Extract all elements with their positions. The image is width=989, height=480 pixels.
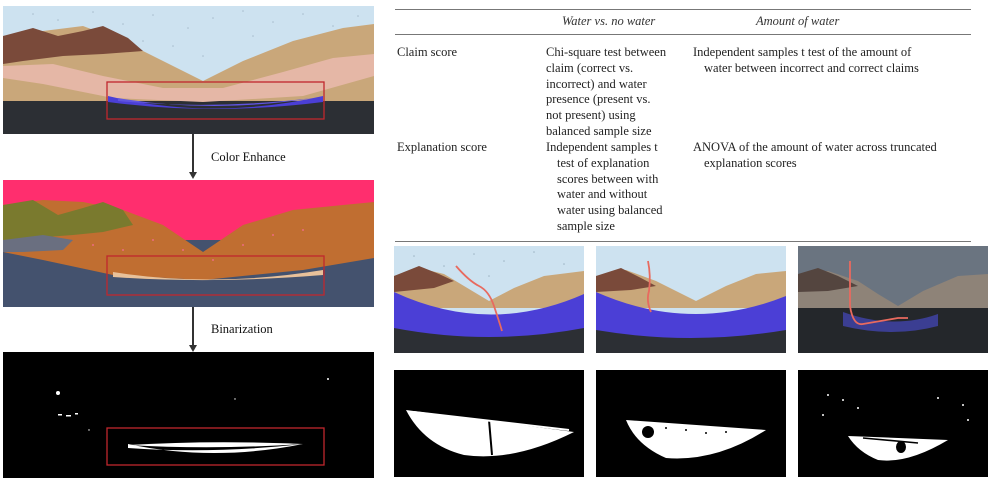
example-binarized-1 [394,370,584,477]
explanation-score-amount-of-water-cell: ANOVA of the amount of water across trun… [693,140,937,170]
explanation-score-water-vs-no-water-cell: Independent samples t test of explanatio… [546,140,663,233]
color-enhanced-panel [3,180,374,307]
example-binarized-3 [798,370,988,477]
arrow-down-icon [189,172,197,179]
claim-score-amount-of-water-cell: Independent samples t test of the amount… [693,45,919,75]
process-arrow-2 [192,307,194,347]
row-label-claim-score: Claim score [397,45,458,59]
row-label-explanation-score: Explanation score [397,140,487,154]
binarization-label: Binarization [211,322,273,336]
example-drawing-2 [596,246,786,353]
example-binarized-2 [596,370,786,477]
table-top-rule [395,9,971,10]
table-header-rule [395,34,971,35]
process-arrow-1 [192,134,194,174]
binarized-panel [3,352,374,478]
arrow-down-icon [189,345,197,352]
table-bottom-rule [395,241,971,242]
original-drawing-panel [3,6,374,134]
example-drawing-1 [394,246,584,353]
claim-score-water-vs-no-water-cell: Chi-square test between claim (correct v… [546,45,667,138]
example-drawing-3 [798,246,988,353]
column-header-amount-of-water: Amount of water [756,14,840,28]
color-enhance-label: Color Enhance [211,150,286,164]
column-header-water-vs-no-water: Water vs. no water [562,14,656,28]
